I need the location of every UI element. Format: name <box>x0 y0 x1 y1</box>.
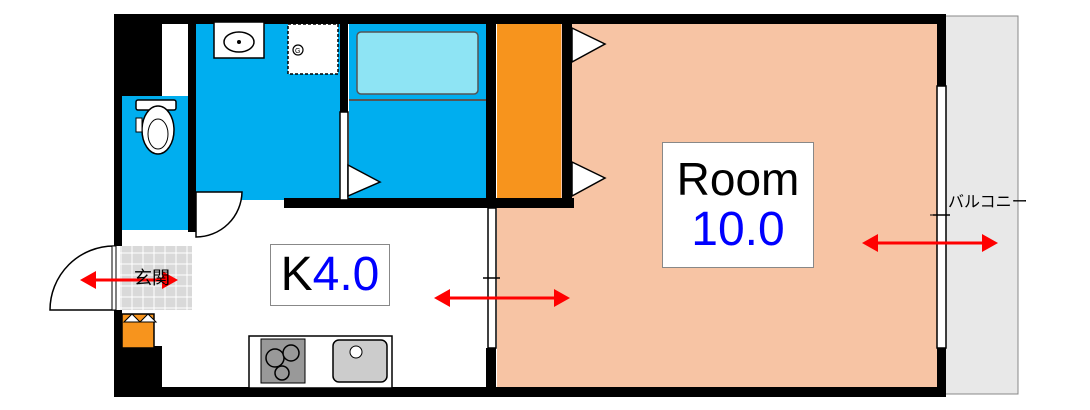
bathtub <box>356 31 479 95</box>
toilet-control <box>135 117 143 133</box>
toilet-seat <box>147 118 169 150</box>
basin-drain <box>237 40 241 44</box>
entrance-arrow <box>80 271 178 289</box>
kitchen-size: 4.0 <box>312 248 380 301</box>
entrance-label: 玄関 <box>134 268 170 289</box>
walls <box>114 14 946 397</box>
burner-icon <box>282 344 300 362</box>
entrance-door <box>111 245 117 311</box>
balcony-floor <box>943 15 1019 395</box>
shoe-cabinet-door <box>138 313 158 323</box>
kitchen-label-box: K 4.0 <box>270 244 390 306</box>
washroom-door-swing <box>195 191 243 238</box>
burner-icon <box>265 348 285 368</box>
balcony-label: バルコニー <box>948 192 1028 211</box>
sink-drain <box>349 345 363 359</box>
bathroom-door-swing <box>347 163 382 198</box>
bathroom-door <box>339 111 349 201</box>
kitchen-room-arrow <box>434 289 570 307</box>
shoe-cabinet-door <box>122 313 142 323</box>
washer-drain-mark: G <box>295 48 300 55</box>
room-label-box: Room 10.0 <box>662 142 814 268</box>
closet-door-bottom <box>571 160 607 198</box>
entrance-floor <box>120 246 162 310</box>
closet <box>497 22 561 198</box>
room-size: 10.0 <box>691 203 785 256</box>
closet-door-top <box>571 26 607 64</box>
entrance-door-swing <box>49 245 115 311</box>
room-balcony-arrow <box>862 234 998 252</box>
washer-drain-icon <box>292 44 304 56</box>
kitchen-sink <box>332 339 388 383</box>
kitchen-letter: K <box>280 248 313 301</box>
window <box>936 85 947 349</box>
burner-icon <box>274 365 290 381</box>
room-title: Room <box>676 153 800 205</box>
